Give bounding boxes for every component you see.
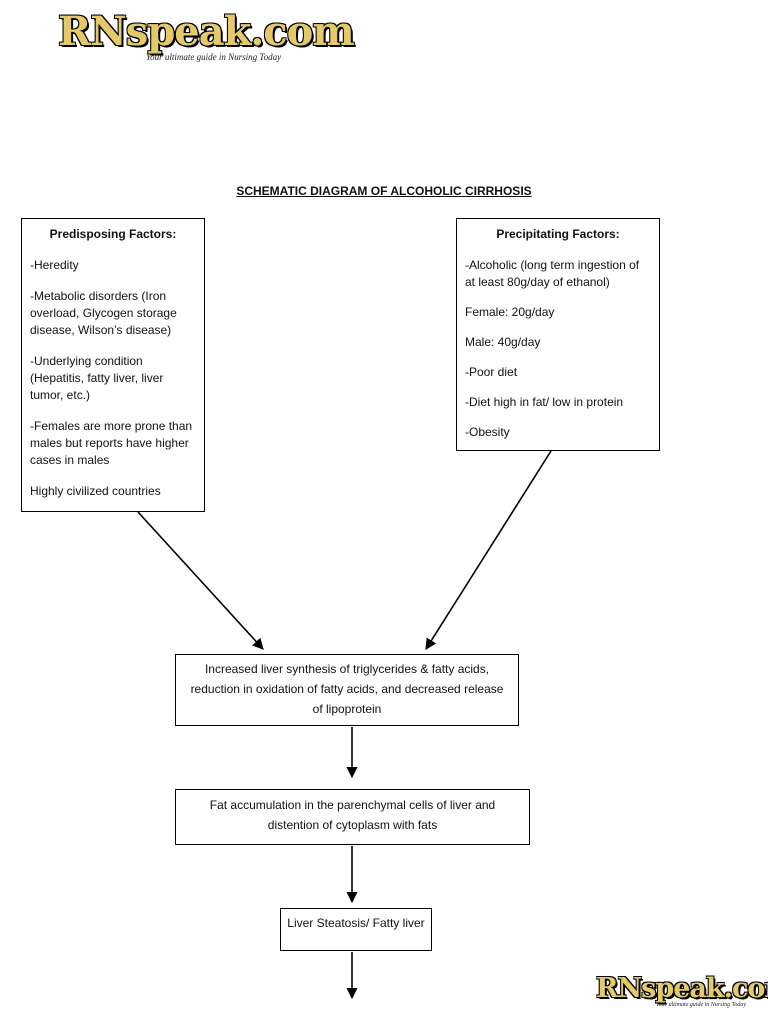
predisposing-item: -Females are more prone than males but r… xyxy=(30,419,193,467)
predisposing-item: -Underlying condition (Hepatitis, fatty … xyxy=(30,354,164,402)
logo-tagline: Your ultimate guide in Nursing Today xyxy=(656,1002,747,1008)
step-fat-accumulation: Fat accumulation in the parenchymal cell… xyxy=(175,789,530,845)
diagram-title: SCHEMATIC DIAGRAM OF ALCOHOLIC CIRRHOSIS xyxy=(236,184,532,198)
logo-tagline: Your ultimate guide in Nursing Today xyxy=(146,52,282,62)
precipitating-item: Male: 40g/day xyxy=(465,335,541,349)
step-increased-synthesis: Increased liver synthesis of triglycerid… xyxy=(175,654,519,726)
precipitating-item: -Obesity xyxy=(465,425,510,439)
precipitating-heading: Precipitating Factors: xyxy=(496,227,620,241)
predisposing-item: Highly civilized countries xyxy=(30,484,161,498)
precipitating-item: -Alcoholic (long term ingestion of at le… xyxy=(465,258,640,289)
logo-bottom: RNspeak.com Your ultimate guide in Nursi… xyxy=(596,975,768,1008)
precipitating-factors-box: Precipitating Factors: -Alcoholic (long … xyxy=(456,218,660,451)
arrow-precipitating-to-step1 xyxy=(425,450,552,650)
predisposing-factors-box: Predisposing Factors: -Heredity -Metabol… xyxy=(21,218,205,512)
predisposing-item: -Metabolic disorders (Iron overload, Gly… xyxy=(30,289,177,337)
predisposing-item: -Heredity xyxy=(30,258,79,272)
logo-top: RNspeak.com Your ultimate guide in Nursi… xyxy=(58,8,355,63)
precipitating-item: -Diet high in fat/ low in protein xyxy=(465,395,624,409)
predisposing-heading: Predisposing Factors: xyxy=(49,227,177,241)
precipitating-item: Female: 20g/day xyxy=(465,305,555,319)
arrow-predisposing-to-step1 xyxy=(137,511,264,650)
precipitating-item: -Poor diet xyxy=(465,365,518,379)
step-liver-steatosis: Liver Steatosis/ Fatty liver xyxy=(280,908,432,951)
logo-text: RNspeak.com xyxy=(596,973,768,1004)
logo-text: RNspeak.com xyxy=(58,8,355,55)
